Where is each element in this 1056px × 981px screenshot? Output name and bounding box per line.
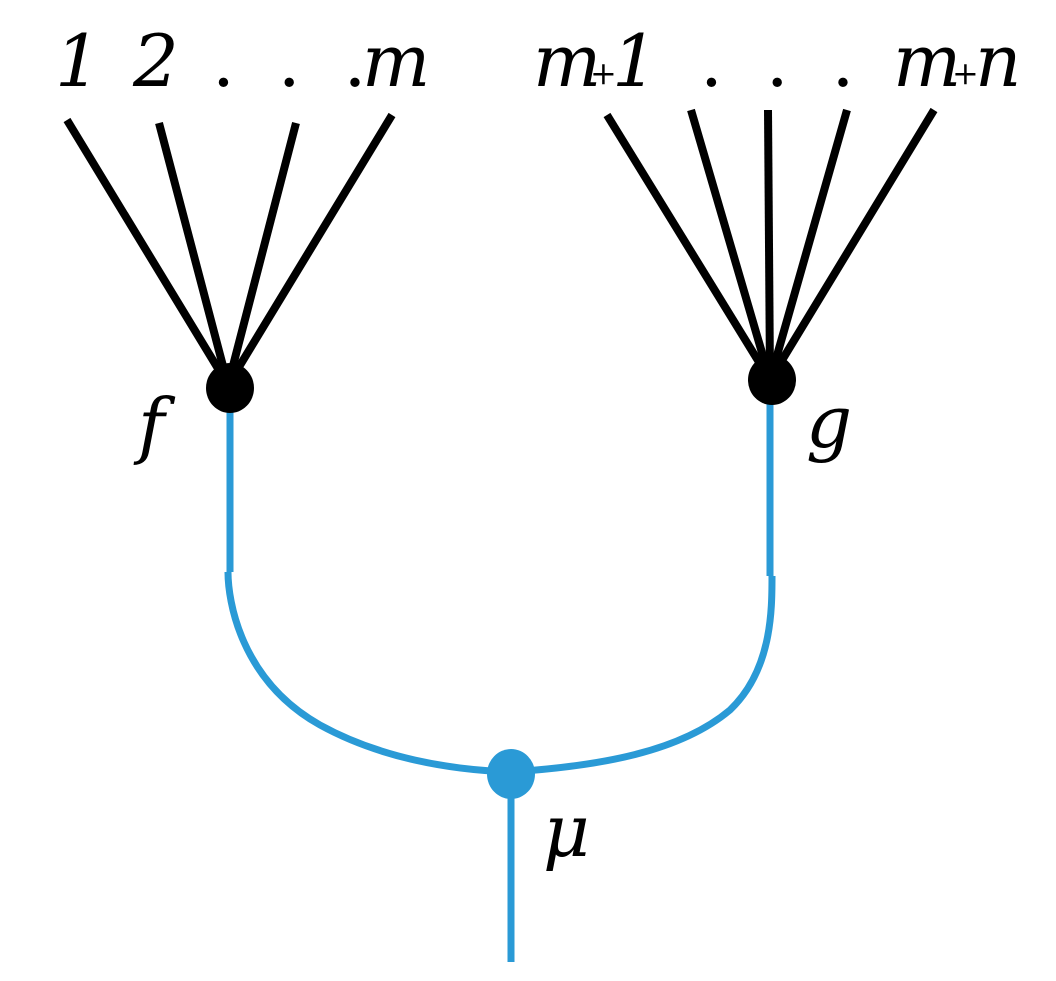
node-f [206,363,254,413]
g-input-wire-4 [766,108,851,382]
label-right-dots: . . . [700,19,864,103]
label-node-g: g [806,380,852,464]
label-node-mu: μ [543,789,590,873]
tree-wires [224,400,776,962]
label-node-f: f [133,383,176,467]
label-input-m: m [362,19,430,103]
label-input-1: 1 [55,19,101,103]
label-input-m-plus-1-plus: + [590,54,617,92]
f-input-wire-m [224,112,396,388]
g-input-wire-2 [687,108,774,382]
label-input-2: 2 [132,19,179,103]
label-input-m-plus-n-m: m [893,19,961,103]
label-input-m-plus-n-plus: + [952,54,979,92]
node-g [748,355,796,405]
label-input-m-plus-1-one: 1 [612,19,658,103]
f-input-wire-1 [63,117,232,388]
f-input-wires [63,112,396,388]
label-input-m-plus-1-m: m [533,19,601,103]
label-left-dots: . . . [212,19,376,103]
f-input-wire-2 [155,121,232,387]
label-input-m-plus-n-n: n [975,19,1021,103]
g-input-wire-3 [764,109,774,381]
g-input-wires [603,107,938,383]
node-mu [487,749,535,799]
right-arc-to-mu [510,575,776,776]
g-input-wire-1 [603,112,774,383]
f-input-wire-3 [224,121,300,387]
g-input-wire-n [766,107,938,383]
left-arc-to-mu [224,571,512,776]
